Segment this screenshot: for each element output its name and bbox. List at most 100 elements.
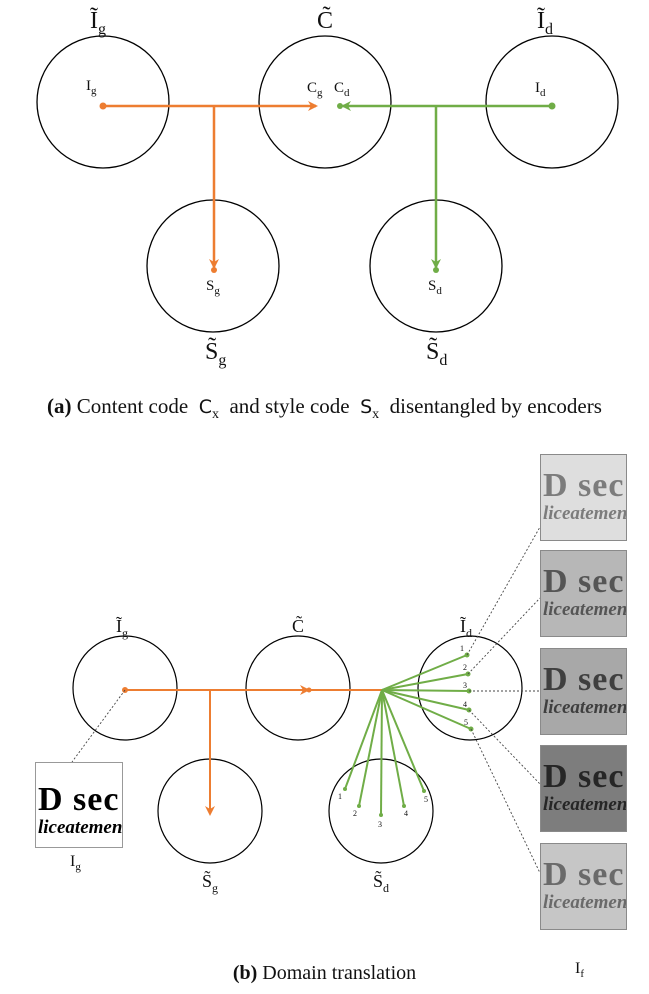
sd-num-5: 5 — [424, 795, 428, 804]
space-c-circle-b — [245, 635, 351, 741]
sd-num-2: 2 — [353, 809, 357, 818]
input-image-ig: D sec liceatemen — [35, 762, 123, 848]
label-point-id: Id — [535, 80, 546, 99]
caption-a-text3: disentangled by encoders — [379, 394, 602, 418]
fan-sd-1 — [344, 689, 383, 790]
label-space-ig: Ĩg — [90, 8, 106, 38]
sd-point-2 — [357, 804, 361, 808]
sg-point — [211, 267, 217, 273]
label-space-ig-b: Ĩg — [116, 615, 128, 640]
id-num-4: 4 — [463, 700, 467, 709]
label-space-sd-b: S̃d — [373, 869, 389, 895]
id-num-5: 5 — [464, 718, 468, 727]
dotted-ig-to-input — [71, 689, 126, 763]
caption-b: (b) Domain translation — [0, 962, 649, 985]
cd-point — [337, 103, 343, 109]
output-image-5-line2: liceatemen — [543, 892, 627, 913]
caption-b-tag: (b) — [232, 962, 258, 984]
output-image-4-text: D sec liceatemen — [543, 758, 627, 816]
label-point-cg: Cg — [307, 80, 323, 99]
caption-a-text1: Content code — [71, 394, 199, 418]
output-image-2-text: D sec liceatemen — [543, 563, 627, 621]
fan-sd-5 — [381, 689, 425, 792]
space-c-circle — [258, 35, 392, 169]
label-input-img: Ig — [70, 853, 81, 873]
input-image-line2: liceatemen — [38, 817, 123, 838]
sd-num-3: 3 — [378, 820, 382, 829]
output-image-1-text: D sec liceatemen — [543, 467, 627, 525]
output-image-3-line1: D sec — [543, 661, 625, 698]
fan-id-3 — [381, 689, 470, 692]
caption-a-code-c-sub: x — [211, 407, 219, 423]
ig-point — [99, 102, 107, 110]
id-num-3: 3 — [463, 681, 467, 690]
space-ig-circle — [36, 35, 170, 169]
fan-sd-2 — [358, 689, 383, 807]
output-image-5: D sec liceatemen — [540, 843, 627, 930]
sd-num-4: 4 — [404, 809, 408, 818]
sd-point-1 — [343, 787, 347, 791]
output-image-4: D sec liceatemen — [540, 745, 627, 832]
input-image-text: D sec liceatemen — [38, 783, 122, 839]
id-point — [548, 102, 556, 110]
label-output-imgs: If — [575, 960, 584, 980]
fan-id-1 — [381, 654, 468, 691]
fan-id-5 — [381, 689, 472, 730]
space-ig-circle-b — [72, 635, 178, 741]
caption-a-code-c: C — [198, 396, 212, 418]
caption-a-code-s-sub: x — [372, 407, 380, 423]
caption-a-text2: and style code — [218, 394, 361, 418]
c-point-b — [306, 687, 312, 693]
part-a-diagram: Ĩg C̃ Ĩd Ig Cg Cd Id Sg Sd S̃g S̃d — [36, 6, 619, 369]
input-image-line1: D sec — [38, 781, 120, 818]
output-image-1-line1: D sec — [543, 467, 625, 504]
fan-id-4 — [381, 689, 470, 711]
output-image-3-line2: liceatemen — [543, 697, 627, 718]
label-point-sg: Sg — [206, 278, 220, 297]
id-num-2: 2 — [463, 663, 467, 672]
output-image-4-line2: liceatemen — [543, 794, 627, 815]
output-image-5-line1: D sec — [543, 856, 625, 893]
output-image-2-line2: liceatemen — [543, 599, 627, 620]
part-b-diagram: 1 2 3 4 5 1 2 3 4 5 Ĩg C̃ Ĩd S̃g S̃d Ig … — [70, 526, 584, 980]
label-space-id-b: Ĩd — [460, 615, 472, 640]
label-space-sg: S̃g — [205, 337, 226, 369]
output-image-4-line1: D sec — [543, 758, 625, 795]
space-id-circle-b — [417, 635, 523, 741]
output-image-5-text: D sec liceatemen — [543, 856, 627, 914]
output-image-2-line1: D sec — [543, 563, 625, 600]
dotted-id1-to-out1 — [466, 526, 541, 656]
sd-point-4 — [402, 804, 406, 808]
dotted-id2-to-out2 — [467, 597, 541, 675]
output-image-3: D sec liceatemen — [540, 648, 627, 735]
caption-a-code-s: S — [360, 396, 373, 418]
label-space-c-b: C̃ — [292, 614, 304, 636]
fan-sd-3 — [380, 689, 383, 816]
id-num-1: 1 — [460, 644, 464, 653]
output-image-2: D sec liceatemen — [540, 550, 627, 637]
caption-b-text: Domain translation — [257, 962, 417, 984]
label-space-id: Ĩd — [537, 8, 553, 38]
label-space-c: C̃ — [317, 6, 333, 34]
label-point-cd: Cd — [334, 80, 350, 99]
fan-id-2 — [381, 673, 469, 691]
sd-point-5 — [422, 789, 426, 793]
label-space-sd: S̃d — [426, 337, 447, 369]
caption-a-tag: (a) — [47, 394, 72, 418]
output-image-1: D sec liceatemen — [540, 454, 627, 541]
sd-point-3 — [379, 813, 383, 817]
label-space-sg-b: S̃g — [202, 869, 218, 895]
sd-num-1: 1 — [338, 792, 342, 801]
fanout-to-id — [381, 654, 472, 730]
caption-a: (a) Content code Cx and style code Sx di… — [0, 394, 649, 423]
label-point-sd: Sd — [428, 278, 442, 297]
dotted-id4-to-out4 — [468, 709, 541, 785]
sd-point — [433, 267, 439, 273]
output-image-1-line2: liceatemen — [543, 503, 627, 524]
label-point-ig: Ig — [86, 78, 97, 97]
fanout-to-sd — [344, 689, 425, 816]
output-image-3-text: D sec liceatemen — [543, 661, 627, 719]
dotted-id5-to-out5 — [470, 728, 541, 874]
fan-sd-4 — [381, 689, 405, 807]
